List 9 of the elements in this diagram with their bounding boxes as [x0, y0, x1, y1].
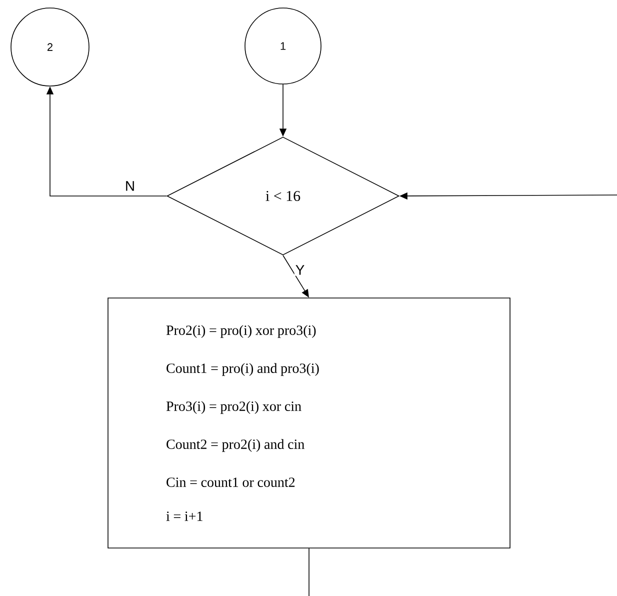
statement: Count1 = pro(i) and pro3(i) — [166, 363, 319, 376]
edge-label: N — [124, 180, 136, 192]
edge-label: Y — [294, 264, 306, 276]
statement: Count2 = pro2(i) and cin — [166, 439, 304, 452]
statement: Cin = count1 or count2 — [166, 478, 295, 487]
process-box — [108, 298, 510, 548]
statement: i = i+1 — [166, 512, 202, 521]
statement: Pro3(i) = pro2(i) xor cin — [166, 401, 302, 414]
statement: Pro2(i) = pro(i) xor pro3(i) — [166, 325, 316, 338]
